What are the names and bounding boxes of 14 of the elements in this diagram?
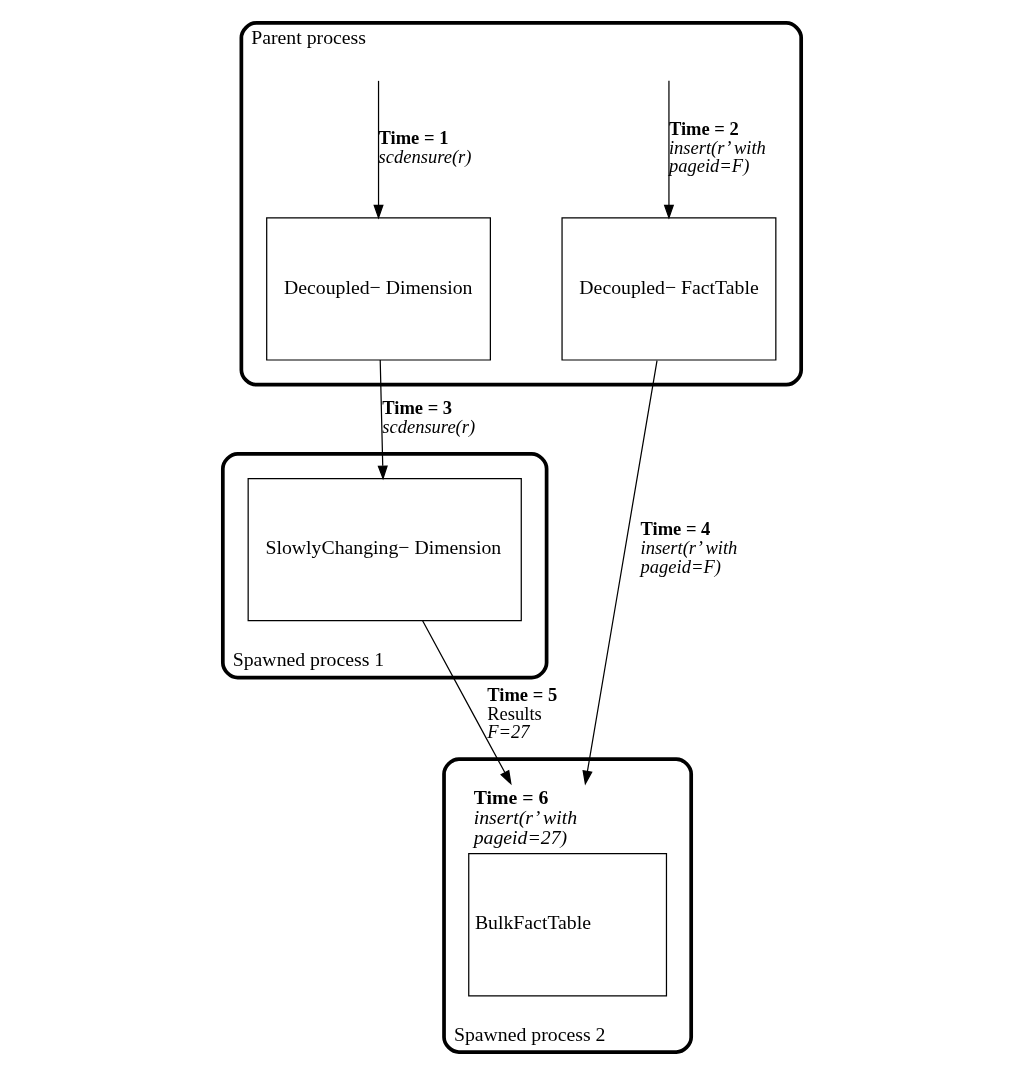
- edge-label: Time = 1 scdensure(r): [378, 127, 471, 167]
- arrow: [372, 80, 384, 220]
- arrow: [421, 620, 512, 786]
- edge-label: Time = 4 insert(r’ with pageid=F): [640, 518, 737, 577]
- node-box: SlowlyChanging− Dimension: [247, 478, 522, 622]
- edge-label: Time = 5 Results F=27: [486, 684, 557, 743]
- arrow: [581, 359, 658, 786]
- node-box: Decoupled− FactTable: [560, 217, 776, 361]
- arrow: [377, 359, 388, 481]
- edge-label: Time = 3 scdensure(r): [381, 397, 475, 437]
- node-box: BulkFactTable: [467, 853, 667, 997]
- arrow: [663, 80, 674, 220]
- node-box: Decoupled− Dimension: [265, 217, 491, 361]
- node-label: Time = 6 insert(r’ with pageid=27): [473, 786, 577, 848]
